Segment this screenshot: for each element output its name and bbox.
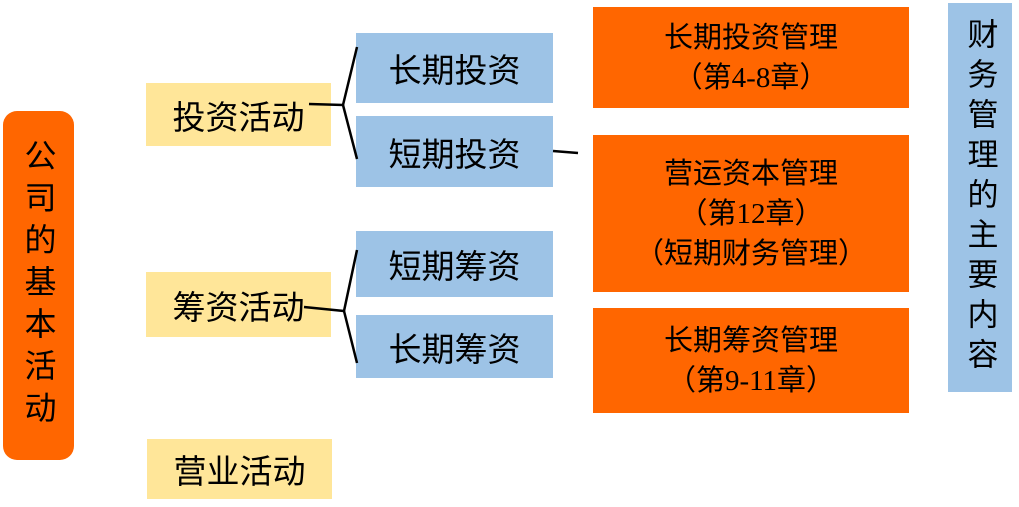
short-term-financing-node: 短期筹资 [356,231,553,297]
long-term-investment-label: 长期投资 [388,54,521,90]
short-term-investment-label: 短期投资 [388,137,521,174]
working-capital-management-title: 营运资本管理 [663,157,838,190]
investment-activities-node: 投资活动 [146,83,331,146]
long-term-investment-management-chapters: （第4-8章） [673,61,829,94]
long-term-financing-management-title: 长期筹资管理 [663,324,838,357]
financing-activities-label: 筹资活动 [172,290,305,327]
financial-management-contents-node: 财务管理的主要内容 [948,3,1012,392]
working-capital-management-node: 营运资本管理 （第12章） （短期财务管理） [593,135,909,292]
long-term-financing-label: 长期筹资 [388,332,521,369]
company-basic-activities-node: 公司的基本活动 [3,111,74,460]
short-term-investment-node: 短期投资 [356,116,553,187]
operating-activities-label: 营业活动 [173,455,306,491]
long-term-financing-management-node: 长期筹资管理 （第9-11章） [593,308,909,413]
working-capital-management-chapters: （第12章） [678,197,824,230]
long-term-investment-management-title: 长期投资管理 [663,21,838,54]
long-term-financing-management-chapters: （第9-11章） [666,364,836,397]
connector-short-term-investment-to-working-capital [552,149,579,155]
working-capital-management-subtitle: （短期财务管理） [634,237,867,270]
investment-activities-label: 投资活动 [172,100,305,137]
long-term-investment-node: 长期投资 [356,33,553,103]
long-term-investment-management-node: 长期投资管理 （第4-8章） [593,7,909,108]
connector-investment-to-short-term [341,104,359,160]
long-term-financing-node: 长期筹资 [356,315,553,378]
financing-activities-node: 筹资活动 [146,272,331,337]
company-basic-activities-label: 公司的基本活动 [20,138,57,433]
financial-management-contents-label: 财务管理的主要内容 [962,17,998,378]
short-term-financing-label: 短期筹资 [388,250,521,286]
operating-activities-node: 营业活动 [147,439,332,499]
